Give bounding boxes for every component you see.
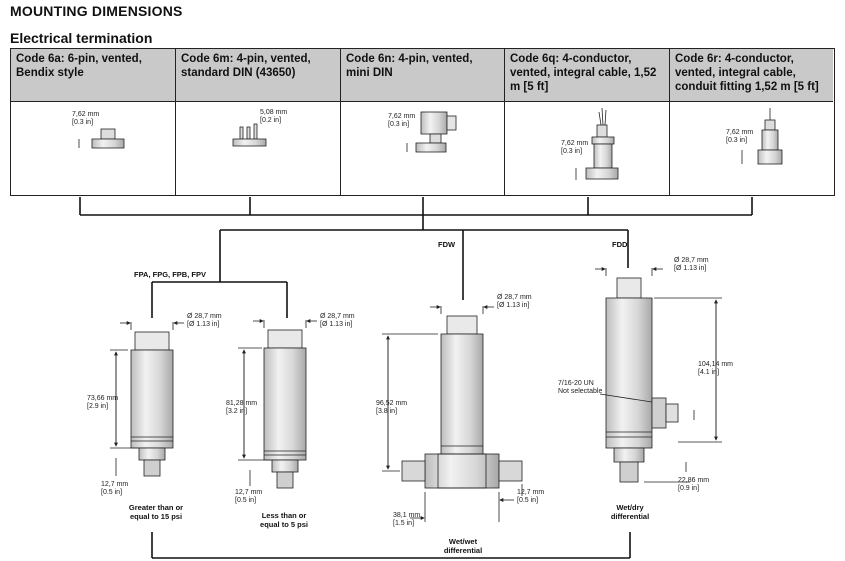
dim-6m: 5,08 mm[0.2 in] xyxy=(260,109,288,124)
header-code-6a: Code 6a: 6-pin, vented, Bendix style xyxy=(11,49,176,101)
s4-hex: 22,86 mm[0.9 in] xyxy=(678,477,710,492)
s3-diameter: Ø 28,7 mm[Ø 1.13 in] xyxy=(497,294,532,309)
termination-table: Code 6a: 6-pin, vented, Bendix style Cod… xyxy=(10,48,835,196)
sensor-3-icon xyxy=(382,305,523,522)
s2-diameter: Ø 28,7 mm[Ø 1.13 in] xyxy=(320,313,355,328)
s1-diameter: Ø 28,7 mm[Ø 1.13 in] xyxy=(187,313,222,328)
group-label-fdw: FDW xyxy=(438,240,456,249)
dim-6n: 7,62 mm[0.3 in] xyxy=(388,113,416,128)
sensor-1-icon xyxy=(110,321,184,477)
sensor-4-icon xyxy=(595,267,722,483)
group-label-fpa: FPA, FPG, FPB, FPV xyxy=(134,270,206,279)
cell-code-6m xyxy=(176,101,341,195)
s2-hex: 12,7 mm[0.5 in] xyxy=(235,489,263,504)
s4-diameter: Ø 28,7 mm[Ø 1.13 in] xyxy=(674,257,709,272)
s4-length: 104,14 mm[4.1 in] xyxy=(698,361,734,376)
connector-6m-icon xyxy=(232,123,267,147)
dim-6r: 7,62 mm[0.3 in] xyxy=(726,129,754,144)
cell-code-6r xyxy=(670,101,833,195)
cell-code-6q xyxy=(505,101,670,195)
cell-code-6a xyxy=(11,101,176,195)
connector-6r-icon xyxy=(741,108,783,165)
group-label-fdd: FDD xyxy=(612,240,628,249)
s3-length: 96,52 mm[3.8 in] xyxy=(376,400,408,415)
connector-6q-icon xyxy=(575,107,619,180)
s1-length: 73,66 mm[2.9 in] xyxy=(87,395,119,410)
page-title: MOUNTING DIMENSIONS xyxy=(10,3,183,19)
header-code-6r: Code 6r: 4-conductor, vented, integral c… xyxy=(670,49,833,101)
header-code-6n: Code 6n: 4-pin, vented, mini DIN xyxy=(341,49,505,101)
s2-length: 81,28 mm[3.2 in] xyxy=(226,400,258,415)
cell-code-6n xyxy=(341,101,505,195)
section-subtitle: Electrical termination xyxy=(10,30,153,46)
s3-width: 38,1 mm[1.5 in] xyxy=(393,512,421,527)
connector-6n-icon xyxy=(406,111,457,153)
sensor-2-icon xyxy=(238,319,317,489)
s3-hex: 12,7 mm[0.5 in] xyxy=(517,489,545,504)
header-code-6q: Code 6q: 4-conductor, vented, integral c… xyxy=(505,49,670,101)
s1-hex: 12,7 mm[0.5 in] xyxy=(101,481,129,496)
header-code-6m: Code 6m: 4-pin, vented, standard DIN (43… xyxy=(176,49,341,101)
connector-6a-icon xyxy=(78,128,125,149)
tree-lines xyxy=(79,197,753,559)
dim-6a: 7,62 mm[0.3 in] xyxy=(72,111,100,126)
dim-6q: 7,62 mm[0.3 in] xyxy=(561,140,589,155)
